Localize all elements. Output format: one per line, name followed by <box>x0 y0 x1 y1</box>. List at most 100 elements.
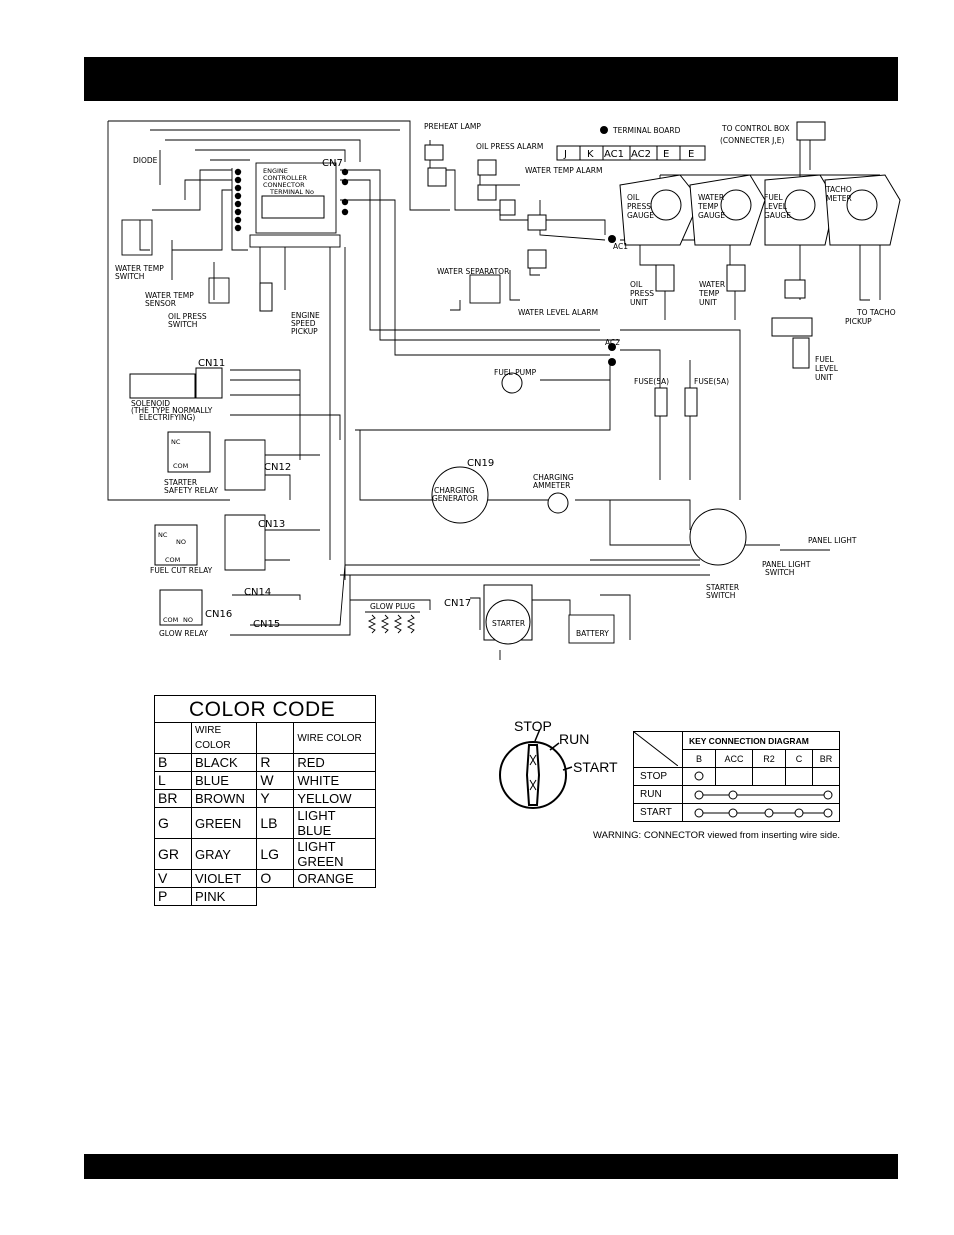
relay-nc-label: NC <box>158 531 168 539</box>
starter-switch-label: STARTER <box>706 583 739 592</box>
starter-safety-relay-label: SAFETY RELAY <box>164 486 218 495</box>
wiring-schematic: J K AC1 AC2 E E DIODE CN7 ENGINE CONTROL… <box>107 120 901 660</box>
relay-com-label: COM <box>163 616 178 624</box>
to-tacho-pickup-label: PICKUP <box>845 317 872 326</box>
to-control-box-label: TO CONTROL BOX <box>721 124 789 133</box>
relay-no-label: NO <box>176 538 186 546</box>
cn15-label: CN15 <box>253 619 280 630</box>
key-start-label: START <box>573 759 618 775</box>
color-name: LIGHT BLUE <box>293 807 376 839</box>
oil-press-alarm-label: OIL PRESS ALARM <box>476 142 543 151</box>
oil-press-unit-label: OIL <box>630 280 643 289</box>
cn14-label: CN14 <box>244 587 271 598</box>
color-name: ORANGE <box>293 869 376 888</box>
solenoid-label: ELECTRIFYING) <box>139 413 195 422</box>
terminal-cell: K <box>587 149 594 160</box>
key-row-label: STOP <box>633 767 683 786</box>
key-diagram-title: KEY CONNECTION DIAGRAM <box>682 731 840 750</box>
terminal-board-label: TERMINAL BOARD <box>612 126 681 135</box>
gauge-label: FUEL <box>764 193 784 202</box>
gauge-label: OIL <box>627 193 640 202</box>
speed-pickup-label: ENGINE <box>291 311 320 320</box>
cn13-label: CN13 <box>258 519 285 530</box>
diagonal-divider <box>634 732 678 766</box>
color-code: BR <box>154 789 192 808</box>
color-name: WHITE <box>293 771 376 790</box>
panel-light-switch-label: SWITCH <box>765 568 794 577</box>
fuel-level-unit-label: FUEL <box>815 355 835 364</box>
wire-color-header: WIRE COLOR <box>293 722 376 754</box>
color-code: W <box>256 771 295 790</box>
color-code: LG <box>256 838 295 870</box>
color-code: O <box>256 869 295 888</box>
terminal-cell: J <box>563 149 567 160</box>
speed-pickup-label: PICKUP <box>291 327 318 336</box>
color-name: BLACK <box>190 753 258 772</box>
relay-com-label: COM <box>173 462 188 470</box>
cn11-label: CN11 <box>198 358 225 369</box>
ecu-label-1: ENGINE <box>263 167 288 175</box>
gauge-label: TACHO <box>825 185 852 194</box>
footer-band <box>84 1154 898 1179</box>
key-stop-label: STOP <box>514 718 552 734</box>
terminal-cell: AC2 <box>631 149 651 160</box>
color-name: LIGHT GREEN <box>293 838 376 870</box>
ecu-label-2: CONTROLLER <box>263 174 307 182</box>
connecter-je-label: (CONNECTER J,E) <box>720 136 785 145</box>
cn16-label: CN16 <box>205 609 232 620</box>
terminal-cell: AC1 <box>604 149 624 160</box>
color-name: BROWN <box>190 789 258 808</box>
gauge-label: LEVEL <box>764 202 788 211</box>
relay-com-label: COM <box>165 556 180 564</box>
to-tacho-pickup-label: TO TACHO <box>856 308 896 317</box>
ecu-label-3: CONNECTOR <box>263 181 305 189</box>
glow-plug-label: GLOW PLUG <box>370 602 415 611</box>
preheat-lamp-label: PREHEAT LAMP <box>424 122 481 131</box>
ecu-label-4: TERMINAL No <box>269 188 314 196</box>
color-code: GR <box>154 838 192 870</box>
ac2-label: AC2 <box>605 338 620 347</box>
water-temp-unit-label: UNIT <box>699 298 717 307</box>
oil-press-unit-label: PRESS <box>630 289 654 298</box>
key-connection-diagram: KEY CONNECTION DIAGRAM B ACC R2 C BR STO… <box>633 731 840 822</box>
key-row-label: START <box>633 803 683 822</box>
color-code: B <box>154 753 192 772</box>
color-code: L <box>154 771 192 790</box>
key-connection-row <box>682 785 840 804</box>
charging-generator-label: CHARGING <box>434 486 475 495</box>
diode-label: DIODE <box>133 156 158 165</box>
gauge-label: GAUGE <box>764 211 791 220</box>
terminal-cell: E <box>688 149 694 160</box>
water-temp-switch-label: SWITCH <box>115 272 144 281</box>
color-code-table: COLOR CODE WIRE COLOR WIRE COLOR B BLACK… <box>154 695 376 906</box>
color-name: GREEN <box>190 807 258 839</box>
water-level-alarm-label: WATER LEVEL ALARM <box>518 308 598 317</box>
key-connection-row <box>682 803 840 822</box>
terminal-cell: E <box>663 149 669 160</box>
cn19-label: CN19 <box>467 458 494 469</box>
cn17-label: CN17 <box>444 598 471 609</box>
fuel-pump-label: FUEL PUMP <box>494 368 537 377</box>
color-code: P <box>154 887 192 906</box>
gauge-label: METER <box>826 194 852 203</box>
key-row-label: RUN <box>633 785 683 804</box>
header-band <box>84 57 898 101</box>
key-col-header: B <box>682 749 716 768</box>
cn7-label: CN7 <box>322 158 343 169</box>
gauge-label: TEMP <box>697 202 719 211</box>
gauge-label: GAUGE <box>627 211 654 220</box>
color-code: G <box>154 807 192 839</box>
starter-switch-label: SWITCH <box>706 591 735 600</box>
speed-pickup-label: SPEED <box>291 319 316 328</box>
gauge-label: PRESS <box>627 202 651 211</box>
oil-press-switch-label: SWITCH <box>168 320 197 329</box>
charging-generator-label: GENERATOR <box>432 494 478 503</box>
solenoid-label: (THE TYPE NORMALLY <box>131 406 213 415</box>
color-code: R <box>256 753 295 772</box>
fuse-label: FUSE(5A) <box>694 377 729 386</box>
gauge-label: WATER <box>698 193 724 202</box>
water-separator-label: WATER SEPARATOR <box>437 267 509 276</box>
color-code-title: COLOR CODE <box>154 695 376 723</box>
glow-relay-label: GLOW RELAY <box>159 629 208 638</box>
panel-light-label: PANEL LIGHT <box>808 536 857 545</box>
